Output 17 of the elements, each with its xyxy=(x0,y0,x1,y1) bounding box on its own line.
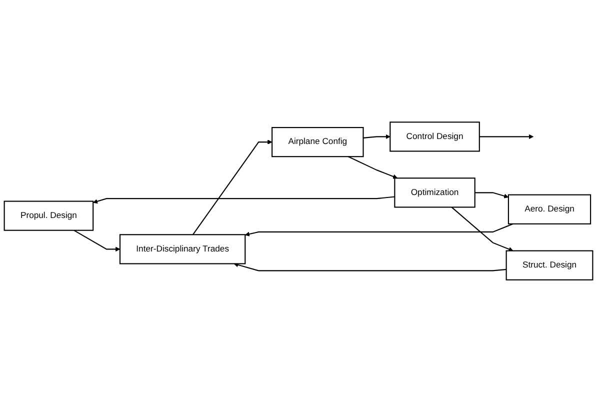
arrow xyxy=(474,192,509,198)
node-box: Aero. Design xyxy=(508,194,592,224)
arrow xyxy=(479,134,534,140)
arrow xyxy=(348,156,398,179)
arrow xyxy=(234,262,506,272)
node-box: Struct. Design xyxy=(506,250,594,280)
arrow xyxy=(92,196,395,204)
arrow xyxy=(363,134,390,140)
node-box: Propul. Design xyxy=(4,200,94,231)
arrow xyxy=(244,223,514,236)
node-box: Optimization xyxy=(394,178,476,208)
node-box: Airplane Config xyxy=(272,127,364,158)
node-box: Control Design xyxy=(390,122,480,152)
node-box: Inter-Disciplinary Trades xyxy=(119,234,246,264)
arrow xyxy=(451,206,514,252)
arrow xyxy=(192,140,272,235)
arrow xyxy=(74,230,120,252)
